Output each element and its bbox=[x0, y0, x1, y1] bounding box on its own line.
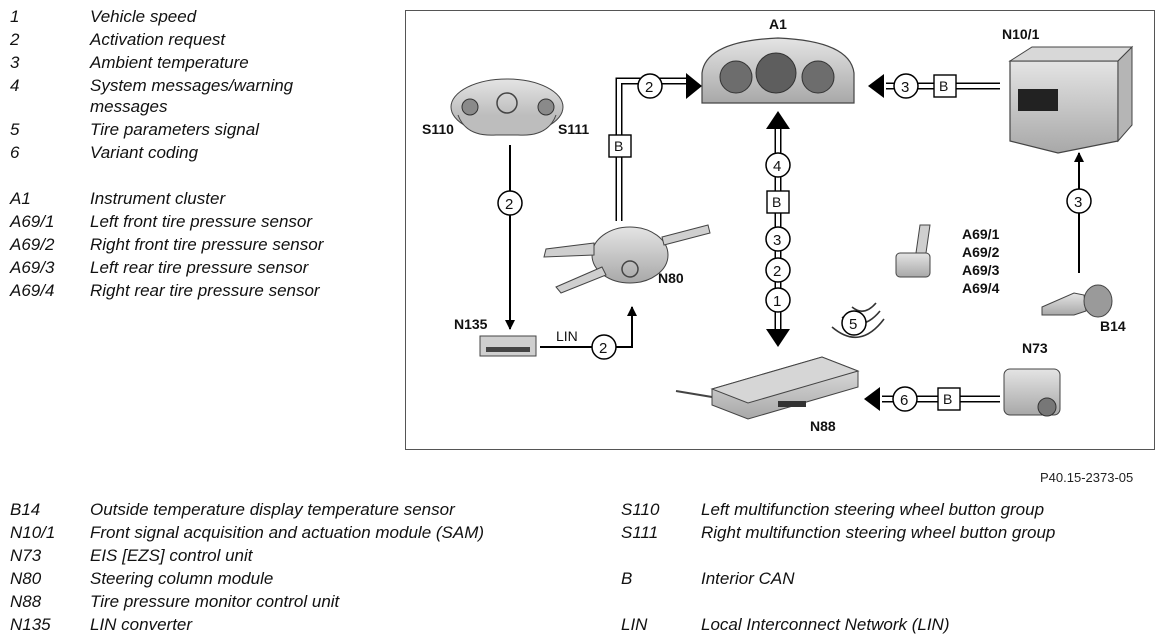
label-n73: N73 bbox=[1022, 340, 1048, 356]
lin-bus-label: LIN bbox=[556, 328, 578, 344]
legend-desc: Tire parameters signal bbox=[90, 120, 259, 139]
legend-desc: Local Interconnect Network (LIN) bbox=[701, 615, 950, 634]
legend-desc: Front signal acquisition and actuation m… bbox=[90, 523, 485, 542]
label-a69-2: A69/2 bbox=[962, 244, 1000, 260]
legend-code: 6 bbox=[10, 143, 20, 162]
signal-number: 3 bbox=[901, 79, 909, 96]
can-bus-label: B bbox=[943, 391, 952, 407]
signal-path-sam-to-a1: 3 B bbox=[868, 73, 1000, 99]
signal-path-n80-to-a1: B 2 bbox=[608, 73, 702, 221]
legend-code: N10/1 bbox=[10, 523, 56, 542]
steering-column-module-n80: N80 bbox=[543, 224, 711, 294]
label-a69-4: A69/4 bbox=[962, 280, 1000, 296]
legend-desc: Right rear tire pressure sensor bbox=[90, 281, 320, 300]
legend-code: S111 bbox=[621, 523, 659, 542]
legend-code: A69/2 bbox=[10, 235, 55, 254]
legend-desc: Left rear tire pressure sensor bbox=[90, 258, 309, 277]
label-a69-1: A69/1 bbox=[962, 226, 1000, 242]
legend-desc: Right front tire pressure sensor bbox=[90, 235, 324, 254]
temperature-sensor-b14: B14 bbox=[1041, 284, 1126, 334]
legend-desc: Activation request bbox=[90, 30, 226, 49]
diagram-frame: A1 N10/1 S110 S111 N80 bbox=[405, 10, 1155, 450]
legend-code: B bbox=[621, 569, 633, 588]
block-diagram: A1 N10/1 S110 S111 N80 bbox=[422, 16, 1134, 434]
signal-number: 3 bbox=[773, 232, 781, 249]
legend-code: N135 bbox=[10, 615, 51, 634]
legend-desc: Interior CAN bbox=[701, 569, 795, 588]
legend-code: 5 bbox=[10, 120, 20, 139]
can-bus-label: B bbox=[939, 78, 948, 94]
legend-code: N80 bbox=[10, 569, 42, 588]
label-n135: N135 bbox=[454, 316, 488, 332]
legend-code: 1 bbox=[10, 7, 20, 26]
signal-path-n73-to-n88: 6 B bbox=[864, 386, 1000, 412]
signal-number: 4 bbox=[773, 158, 781, 175]
legend-desc: System messages/warning bbox=[90, 76, 294, 95]
tire-pressure-sensor: A69/1 A69/2 A69/3 A69/4 bbox=[895, 224, 1000, 296]
legend-code: LIN bbox=[621, 615, 648, 634]
signal-path-a1-n88: 4 B 3 2 1 bbox=[765, 111, 791, 347]
legend-desc: Ambient temperature bbox=[90, 53, 249, 72]
label-a1: A1 bbox=[769, 16, 787, 32]
instrument-cluster-a1: A1 bbox=[701, 16, 855, 104]
figure-id: P40.15-2373-05 bbox=[1040, 470, 1134, 485]
legend-desc: Steering column module bbox=[90, 569, 274, 588]
signal-path-b14-to-sam: 3 bbox=[1066, 152, 1092, 273]
signal-number: 1 bbox=[773, 293, 781, 310]
legend-desc: LIN converter bbox=[90, 615, 193, 634]
legend-desc: Vehicle speed bbox=[90, 7, 197, 26]
label-a69-3: A69/3 bbox=[962, 262, 1000, 278]
signal-number: 2 bbox=[645, 79, 653, 96]
legend-desc: EIS [EZS] control unit bbox=[90, 546, 253, 565]
legend-code: N88 bbox=[10, 592, 42, 611]
legend-desc: Right multifunction steering wheel butto… bbox=[701, 523, 1056, 542]
label-b14: B14 bbox=[1100, 318, 1126, 334]
legend-desc: Tire pressure monitor control unit bbox=[90, 592, 340, 611]
legend-code: 3 bbox=[10, 53, 20, 72]
tire-signal-marker: 5 bbox=[841, 310, 867, 336]
legend-desc: Left front tire pressure sensor bbox=[90, 212, 313, 231]
signal-number: 2 bbox=[599, 340, 607, 357]
legend-code: S110 bbox=[621, 500, 660, 519]
legend-desc: Left multifunction steering wheel button… bbox=[701, 500, 1045, 519]
signal-number: 6 bbox=[900, 392, 908, 409]
legend-desc: Outside temperature display temperature … bbox=[90, 500, 455, 519]
legend-desc: Instrument cluster bbox=[90, 189, 226, 208]
steering-wheel-buttons: S110 S111 bbox=[422, 78, 589, 137]
lin-converter-n135: N135 bbox=[454, 316, 537, 357]
label-s110: S110 bbox=[422, 121, 454, 137]
can-bus-label: B bbox=[772, 194, 781, 210]
legend-desc: messages bbox=[90, 97, 168, 116]
label-n88: N88 bbox=[810, 418, 836, 434]
legend-code: 4 bbox=[10, 76, 20, 95]
label-s111: S111 bbox=[558, 121, 589, 137]
legend-code: B14 bbox=[10, 500, 41, 519]
can-bus-label: B bbox=[614, 138, 623, 154]
legend-code: A69/1 bbox=[10, 212, 55, 231]
signal-number: 2 bbox=[505, 196, 513, 213]
signal-number: 2 bbox=[773, 263, 781, 280]
signal-path-wheel-to-n135: 2 bbox=[497, 145, 523, 330]
legend-desc: Variant coding bbox=[90, 143, 199, 162]
eis-control-unit-n73: N73 bbox=[1003, 340, 1061, 417]
sam-module-n10-1: N10/1 bbox=[1002, 26, 1134, 154]
legend-code: A1 bbox=[10, 189, 31, 208]
legend-code: A69/3 bbox=[10, 258, 55, 277]
legend-code: N73 bbox=[10, 546, 42, 565]
legend-code: A69/4 bbox=[10, 281, 55, 300]
label-n80: N80 bbox=[658, 270, 684, 286]
tire-pressure-control-unit-n88: N88 bbox=[675, 356, 860, 434]
label-n10-1: N10/1 bbox=[1002, 26, 1040, 42]
legend-code: 2 bbox=[10, 30, 20, 49]
signal-number: 5 bbox=[849, 316, 857, 333]
signal-path-n135-to-n80: LIN 2 bbox=[540, 306, 637, 360]
signal-number: 3 bbox=[1074, 194, 1082, 211]
